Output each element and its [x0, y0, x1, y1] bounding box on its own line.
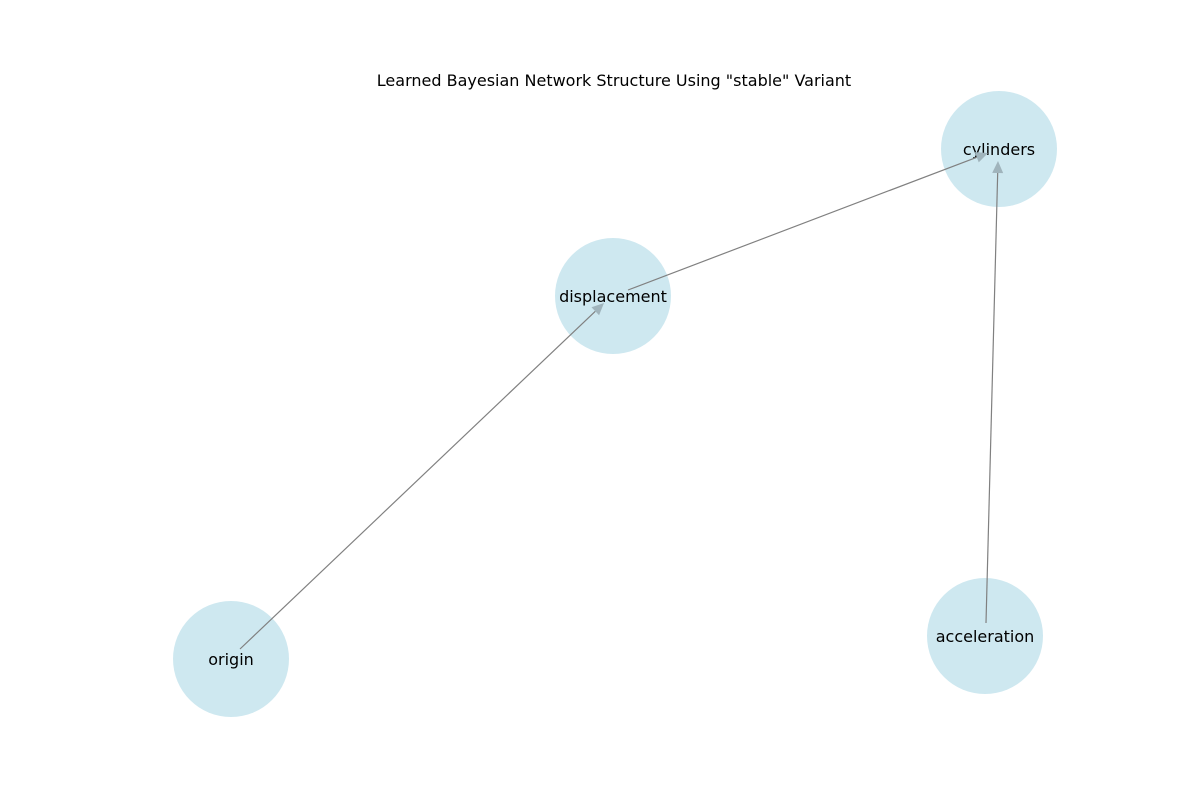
node-cylinders-label: cylinders: [963, 140, 1035, 159]
arrowhead-acceleration-to-cylinders: [992, 161, 1004, 174]
arrowhead-displacement-to-cylinders: [974, 152, 988, 163]
edge-origin-to-displacement: [239, 310, 596, 650]
node-acceleration-circle: [927, 578, 1043, 694]
edge-acceleration-to-cylinders: [985, 172, 999, 624]
node-displacement-label: displacement: [559, 287, 667, 306]
diagram-title: Learned Bayesian Network Structure Using…: [376, 71, 852, 90]
arrowhead-origin-to-displacement: [591, 303, 604, 316]
node-cylinders-circle: [941, 91, 1057, 207]
node-displacement-circle: [555, 238, 671, 354]
node-acceleration-label: acceleration: [936, 627, 1035, 646]
node-origin-label: origin: [208, 650, 254, 669]
edge-displacement-to-cylinders: [627, 156, 977, 291]
